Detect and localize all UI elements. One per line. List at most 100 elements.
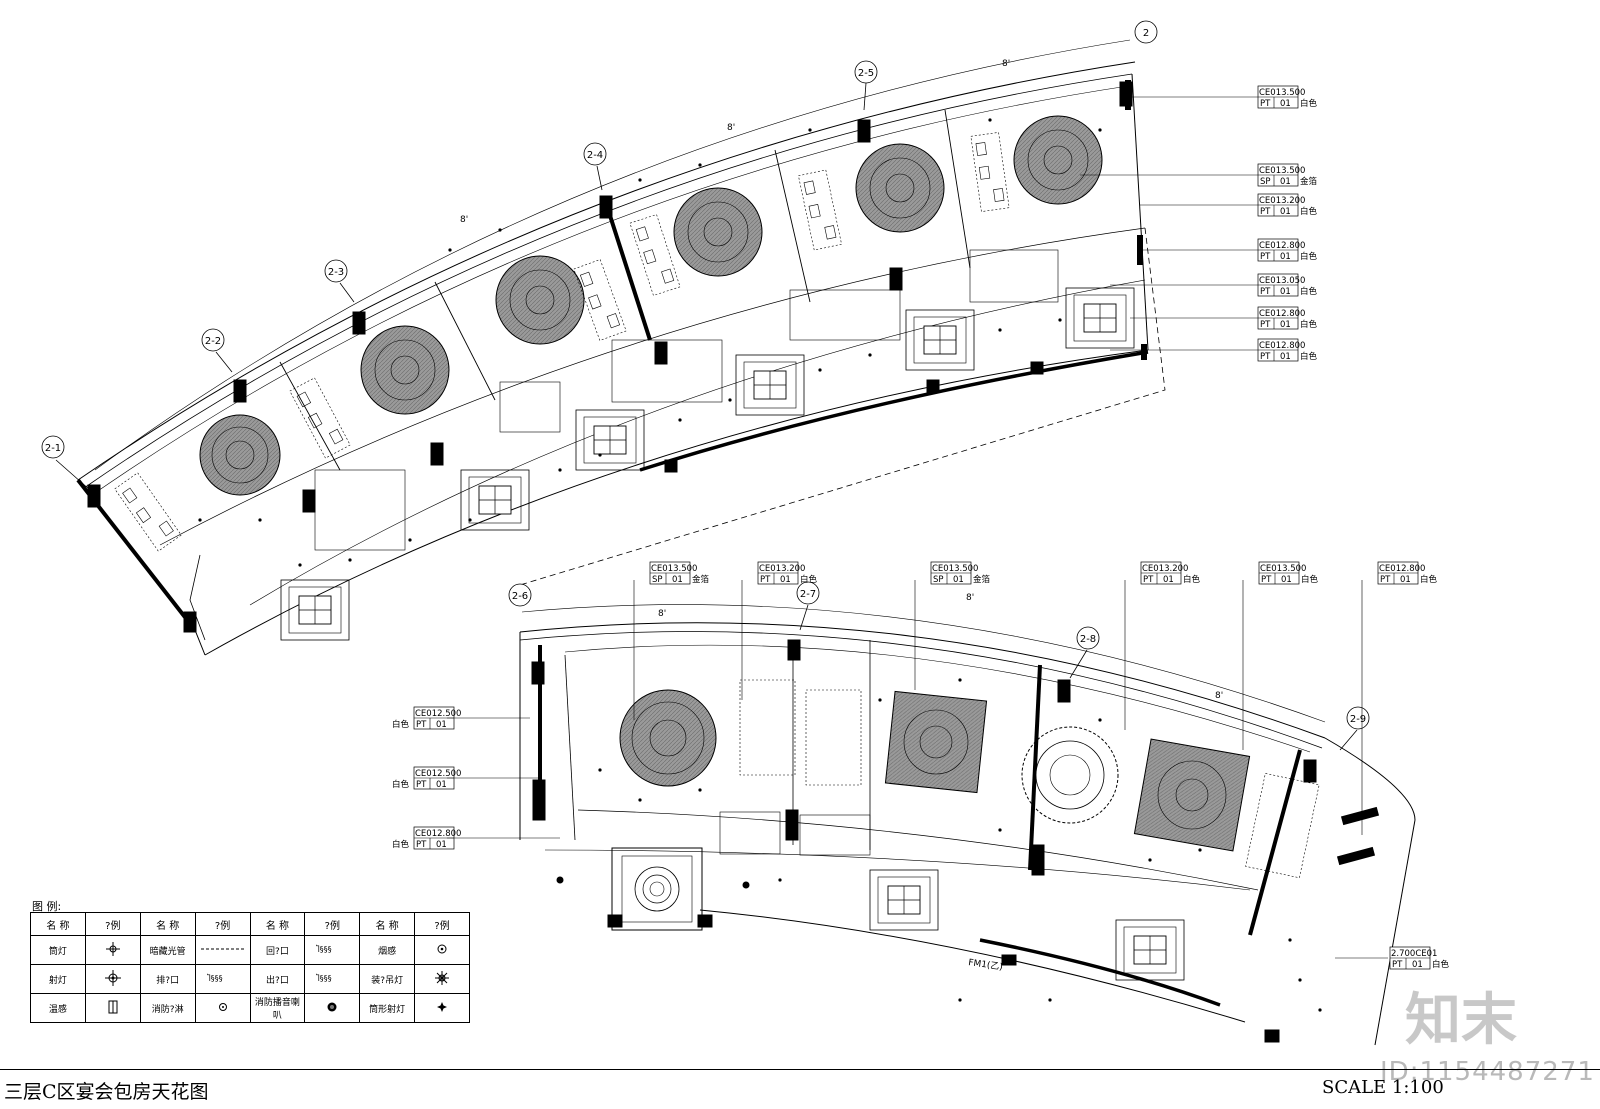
fire-door-label: FM1(乙)	[968, 957, 1004, 973]
tag-material: PT	[1260, 352, 1271, 362]
axis-bubbles	[41, 20, 1370, 751]
upper-tag-leaders	[1080, 96, 1258, 351]
tag-code-height: CE012.500	[415, 769, 461, 779]
axis-label-2-3: 2-3	[328, 267, 344, 278]
tag-number: 01	[1281, 575, 1292, 585]
tag-number: 01	[1280, 207, 1291, 217]
legend-header: ?例	[194, 912, 251, 936]
drawing-id: ID:1154487271	[1380, 1057, 1595, 1087]
tag-number: 01	[1412, 960, 1423, 970]
tag-code-height: CE013.200	[1142, 564, 1188, 574]
tag-material: SP	[933, 575, 944, 585]
lower-plan	[519, 622, 1416, 1046]
tag-number: 01	[672, 575, 683, 585]
tag-code-height: CE013.500	[1259, 88, 1305, 98]
tag-material: PT	[1392, 960, 1403, 970]
legend-item-name: 消防?淋	[139, 993, 196, 1023]
tag-code-height: 2.700CE01	[1391, 949, 1437, 959]
tag-code-height: CE012.800	[415, 829, 461, 839]
legend-item-name: 射灯	[30, 964, 86, 994]
legend-header: 名 称	[30, 912, 86, 936]
axis-label-2-9: 2-9	[1350, 714, 1366, 725]
legend-item-name: 装?吊灯	[359, 964, 416, 994]
svg-text:Ⴈ§§§: Ⴈ§§§	[207, 973, 223, 983]
tag-code-height: CE013.500	[932, 564, 978, 574]
tag-number: 01	[1280, 177, 1291, 187]
tag-material: PT	[1143, 575, 1154, 585]
tag-number: 01	[436, 780, 447, 790]
tag-finish: 白色	[1300, 98, 1318, 109]
legend-header: ?例	[84, 912, 141, 936]
tag-material: PT	[416, 720, 427, 730]
legend-header: 名 称	[359, 912, 416, 936]
tag-code-height: CE013.500	[1260, 564, 1306, 574]
tag-number: 01	[1280, 99, 1291, 109]
legend-item-name: 回?口	[249, 935, 306, 965]
tag-code-height: CE013.050	[1259, 276, 1305, 286]
tag-number: 01	[1280, 252, 1291, 262]
dimension-label-3: 8'	[1002, 59, 1010, 69]
tube-spotlight-icon	[414, 993, 470, 1023]
tag-number: 01	[1280, 352, 1291, 362]
sprinkler-icon	[194, 993, 251, 1023]
tag-code-height: CE012.800	[1259, 241, 1305, 251]
legend-title: 图 例:	[32, 900, 62, 913]
tag-material: PT	[1260, 252, 1271, 262]
tag-number: 01	[780, 575, 791, 585]
axis-label-2-5: 2-5	[858, 68, 874, 79]
tag-code-height: CE012.800	[1379, 564, 1425, 574]
upper-dining-tables	[114, 115, 1103, 552]
legend-item-name: 消防播音喇叭	[249, 993, 306, 1023]
watermark-logo: 知末	[1405, 988, 1517, 1053]
tag-code-height: CE013.200	[759, 564, 805, 574]
speaker-icon	[304, 993, 361, 1023]
sheet-title: 三层C区宴会包房天花图	[4, 1081, 209, 1103]
legend-table: 名 称 ?例 名 称 ?例 名 称 ?例 名 称 ?例 筒灯 暗藏光管 回?口 …	[30, 912, 470, 1023]
legend-item-name: 暗藏光管	[139, 935, 196, 965]
tag-finish: 白色	[1300, 206, 1318, 217]
axis-label-2-1: 2-1	[45, 443, 61, 454]
tag-finish: 白色	[1432, 959, 1450, 970]
upper-plan	[76, 61, 1166, 656]
scale-label: SCALE 1:100	[1322, 1077, 1444, 1098]
tag-number: 01	[436, 840, 447, 850]
tag-material: PT	[1260, 287, 1271, 297]
tag-material: SP	[652, 575, 663, 585]
dimension-label-4: 8'	[658, 609, 666, 619]
tag-finish: 金箔	[692, 574, 710, 585]
tag-number: 01	[436, 720, 447, 730]
tag-number: 01	[1280, 287, 1291, 297]
tag-number: 01	[1280, 320, 1291, 330]
legend-item-name: 烟感	[359, 935, 416, 965]
dimension-label-2: 8'	[727, 123, 735, 133]
tag-material: PT	[416, 780, 427, 790]
tag-number: 01	[1400, 575, 1411, 585]
tag-code-height: CE012.500	[415, 709, 461, 719]
legend-item-name: 筒灯	[30, 935, 86, 965]
tag-code-height: CE013.500	[651, 564, 697, 574]
smoke-detector-icon	[414, 935, 470, 965]
heat-detector-icon	[84, 993, 141, 1023]
svg-text:Ⴈ§§§: Ⴈ§§§	[316, 973, 332, 983]
tag-material: PT	[1380, 575, 1391, 585]
legend-item-name: 出?口	[249, 964, 306, 994]
downlight-icon	[84, 935, 141, 965]
dimension-label-1: 8'	[460, 215, 468, 225]
tag-finish: 白色	[1300, 351, 1318, 362]
tag-material: PT	[1260, 99, 1271, 109]
tag-finish: 白色	[1183, 574, 1201, 585]
chandelier-icon	[414, 964, 470, 994]
